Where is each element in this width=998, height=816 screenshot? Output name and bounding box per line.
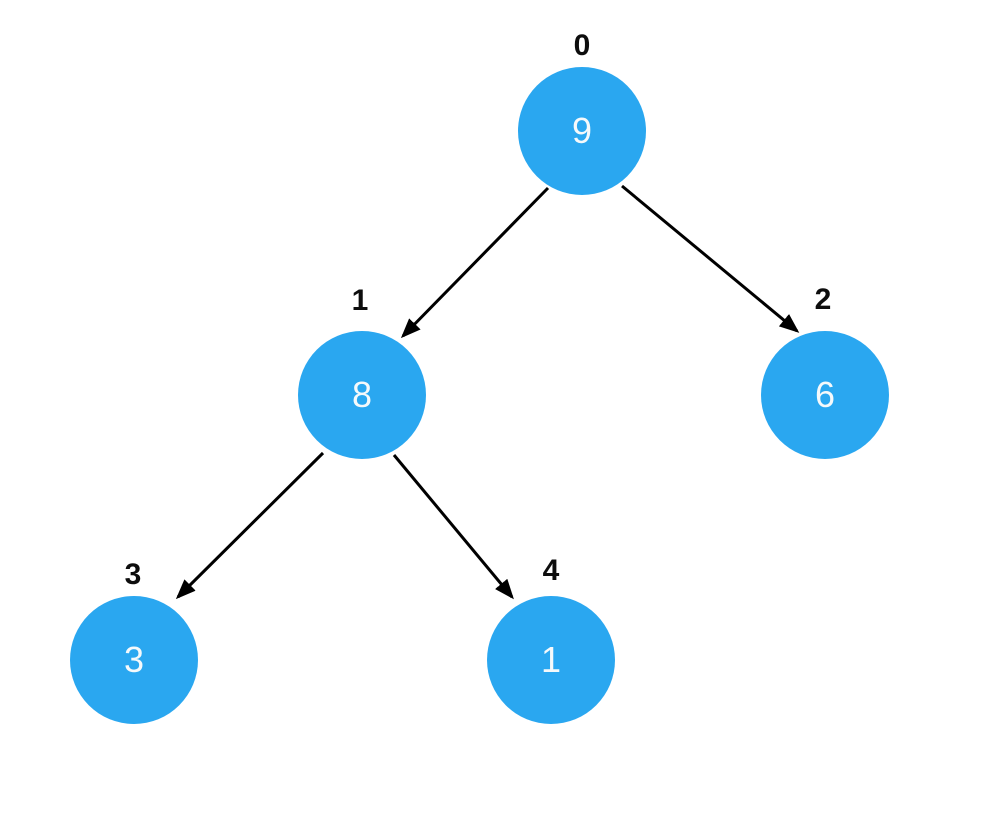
node-index-label-2: 2 [814,283,832,316]
tree-node-0-value: 9 [571,110,593,151]
tree-node-3: 3 [70,596,198,724]
tree-node-1: 8 [298,331,426,459]
node-index-label-3: 3 [124,558,142,591]
edge-arrow-0-to-1 [400,186,550,339]
node-index-label-0: 0 [573,29,591,62]
node-index-label-1: 1 [351,284,369,317]
tree-node-0: 9 [518,67,646,195]
tree-node-1-value: 8 [351,374,373,415]
node-index-label-4: 4 [542,554,560,587]
tree-node-3-value: 3 [123,639,145,680]
edge-arrow-1-to-4 [392,454,514,600]
tree-node-4-value: 1 [540,639,562,680]
tree-node-2: 6 [761,331,889,459]
tree-node-2-value: 6 [814,374,836,415]
tree-node-4: 1 [487,596,615,724]
edge-arrow-0-to-2 [621,184,800,333]
edge-arrow-1-to-3 [175,451,325,600]
